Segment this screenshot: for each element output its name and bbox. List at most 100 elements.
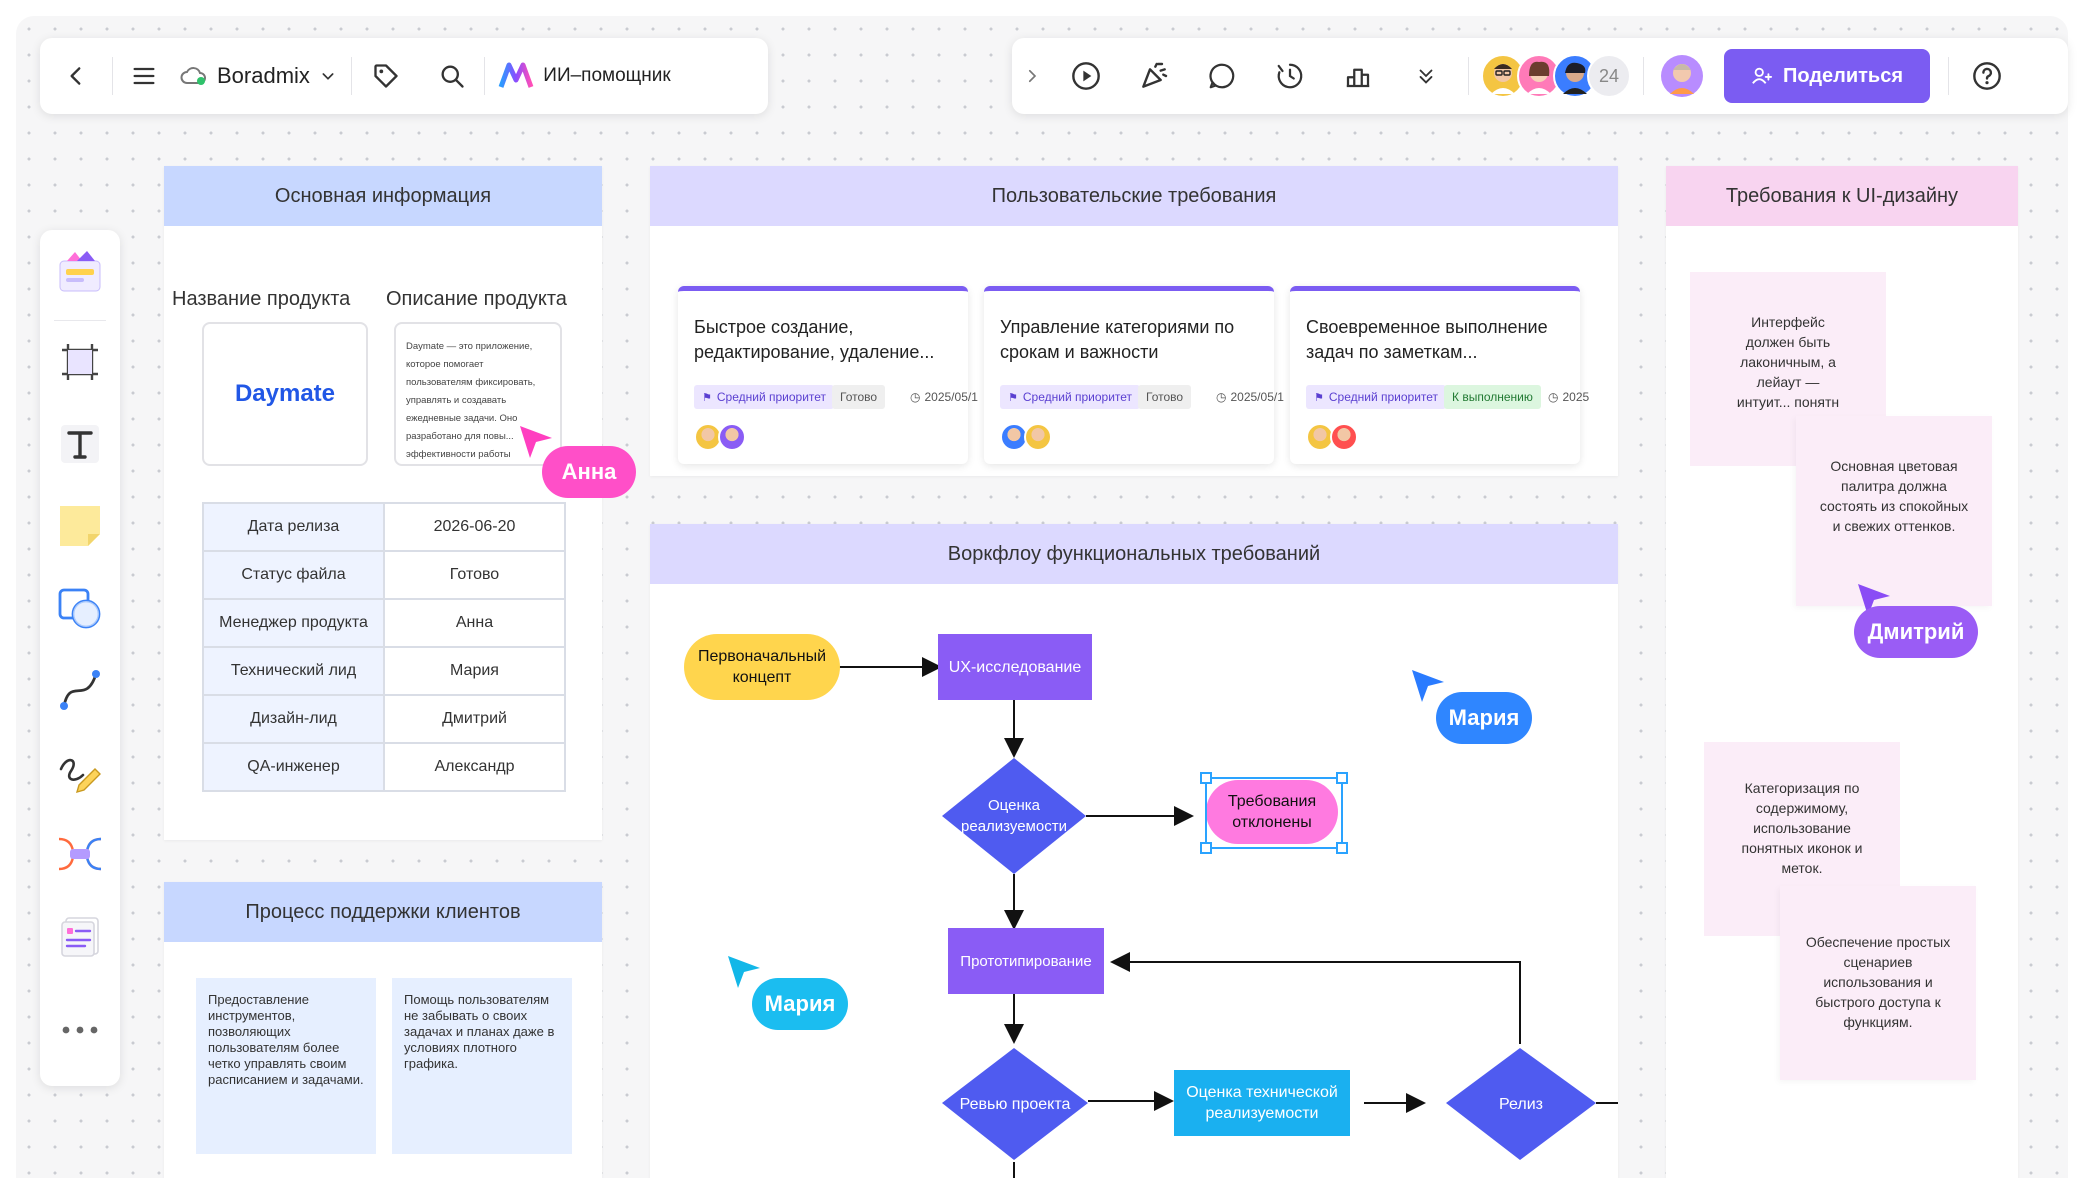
ux-research-node[interactable]: UX-исследование bbox=[948, 658, 1082, 676]
property-value[interactable]: Анна bbox=[383, 598, 566, 648]
tech-eval-node[interactable]: Оценка технической реализуемости bbox=[1186, 1084, 1338, 1122]
ai-logo-icon bbox=[498, 62, 534, 88]
ui-requirements-frame[interactable]: Требования к UI-дизайну Интерфейс должен… bbox=[1666, 166, 2018, 1178]
start-node[interactable]: Первоначальный концепт bbox=[697, 648, 827, 686]
connector-tool[interactable] bbox=[40, 658, 120, 722]
timer-button[interactable] bbox=[1256, 38, 1324, 114]
avatar bbox=[718, 423, 746, 451]
product-name-card[interactable]: Daymate bbox=[202, 322, 368, 466]
product-description-card[interactable]: Daymate — это приложение, которое помога… bbox=[394, 322, 562, 466]
priority-badge[interactable]: ⚑Средний приоритет bbox=[1000, 385, 1141, 409]
panel-divider bbox=[54, 320, 106, 321]
requirement-card[interactable]: Своевременное выполнение задач по заметк… bbox=[1290, 286, 1589, 464]
celebrate-button[interactable] bbox=[1120, 38, 1188, 114]
shapes-icon bbox=[58, 588, 101, 629]
sticky-note-tool[interactable] bbox=[40, 494, 120, 558]
flowchart-connectors bbox=[684, 634, 1618, 1178]
ai-assistant-label: ИИ–помощник bbox=[543, 65, 671, 86]
property-value[interactable]: Мария bbox=[383, 646, 566, 696]
sticky-note-text: Помощь пользователям не забывать о своих… bbox=[404, 992, 555, 1071]
priority-text: Средний приоритет bbox=[1328, 390, 1439, 404]
sticky-note[interactable]: Обеспечение простых сценариев использова… bbox=[1780, 886, 1976, 1080]
priority-badge[interactable]: ⚑Средний приоритет bbox=[694, 385, 835, 409]
rejected-node[interactable]: Требования отклонены bbox=[1227, 793, 1317, 831]
feasibility-node[interactable]: Оценка реализуемости bbox=[961, 797, 1067, 835]
help-button[interactable] bbox=[1949, 38, 2025, 114]
more-tools-button[interactable] bbox=[1392, 38, 1460, 114]
requirement-title: Своевременное выполнение задач по заметк… bbox=[1306, 317, 1548, 362]
tag-button[interactable] bbox=[352, 38, 420, 114]
cursor-pointer-icon bbox=[1858, 584, 1890, 616]
pen-tool[interactable] bbox=[40, 740, 120, 804]
sticky-note[interactable]: Помощь пользователям не забывать о своих… bbox=[392, 978, 572, 1154]
prototype-node-shape bbox=[948, 928, 1104, 994]
property-value[interactable]: Дмитрий bbox=[383, 694, 566, 744]
property-value[interactable]: Готово bbox=[383, 550, 566, 600]
property-value[interactable]: 2026-06-20 bbox=[383, 502, 566, 552]
widgets-icon bbox=[61, 917, 99, 957]
sticky-note-text: Предоставление инструментов, позволяющих… bbox=[208, 992, 364, 1087]
comment-button[interactable] bbox=[1188, 38, 1256, 114]
prototype-node[interactable]: Прототипирование bbox=[960, 952, 1092, 970]
back-button[interactable] bbox=[40, 38, 112, 114]
mindmap-tool[interactable] bbox=[40, 822, 120, 886]
party-popper-icon bbox=[1142, 62, 1168, 88]
status-badge[interactable]: Готово bbox=[832, 385, 886, 409]
templates-tool[interactable] bbox=[40, 240, 120, 304]
clock-icon: ◷ bbox=[1548, 390, 1559, 404]
cursor-label-maria-2: Мария bbox=[752, 978, 848, 1030]
customer-support-frame[interactable]: Процесс поддержки клиентов Предоставлени… bbox=[164, 882, 602, 1178]
menu-button[interactable] bbox=[113, 38, 175, 114]
basic-info-frame[interactable]: Основная информация Название продукта Оп… bbox=[164, 166, 602, 840]
avatar bbox=[1517, 54, 1561, 98]
shape-tool[interactable] bbox=[40, 576, 120, 640]
review-node[interactable]: Ревью проекта bbox=[959, 1095, 1071, 1113]
frame-tool[interactable] bbox=[40, 330, 120, 394]
status-badge[interactable]: Готово bbox=[1138, 385, 1192, 409]
release-node[interactable]: Релиз bbox=[1499, 1095, 1543, 1113]
sticky-note[interactable]: Предоставление инструментов, позволяющих… bbox=[196, 978, 376, 1154]
more-widgets-tool[interactable] bbox=[40, 904, 120, 968]
sticky-note[interactable]: Основная цветовая палитра должна состоят… bbox=[1796, 416, 1992, 606]
status-badge[interactable]: К выполнению bbox=[1444, 385, 1541, 409]
voting-button[interactable] bbox=[1324, 38, 1392, 114]
whiteboard-canvas[interactable]: Boradmix ИИ–помощник bbox=[16, 16, 2068, 1178]
requirement-card[interactable]: Управление категориями по срокам и важно… bbox=[984, 286, 1284, 464]
priority-badge[interactable]: ⚑ Средний приоритет bbox=[1306, 385, 1447, 409]
sticky-note-text: Обеспечение простых сценариев использова… bbox=[1805, 934, 1951, 1030]
property-key: Дизайн-лид bbox=[202, 694, 385, 744]
property-key: Менеджер продукта bbox=[202, 598, 385, 648]
flag-icon: ⚑ bbox=[1314, 391, 1324, 404]
share-button[interactable]: Поделиться bbox=[1724, 49, 1930, 103]
property-value[interactable]: Александр bbox=[383, 742, 566, 792]
requirement-card[interactable]: Быстрое создание, редактирование, удален… bbox=[678, 286, 978, 464]
text-tool[interactable] bbox=[40, 412, 120, 476]
user-requirements-frame[interactable]: Пользовательские требования Быстрое созд… bbox=[650, 166, 1618, 476]
workflow-frame[interactable]: Воркфлоу функциональных требований bbox=[650, 524, 1618, 1178]
collapse-toolbar-button[interactable] bbox=[1012, 38, 1052, 114]
connector-line-icon bbox=[60, 670, 100, 710]
more-options-button[interactable] bbox=[40, 998, 120, 1062]
ai-assistant-button[interactable]: ИИ–помощник bbox=[485, 38, 685, 114]
text-icon bbox=[61, 425, 99, 463]
frame-title: Процесс поддержки клиентов bbox=[164, 882, 602, 942]
presentation-button[interactable] bbox=[1052, 38, 1120, 114]
comment-icon bbox=[1209, 63, 1235, 89]
toolbar-divider bbox=[351, 57, 352, 95]
cursor-pointer-icon bbox=[1412, 670, 1444, 702]
requirement-title: Управление категориями по срокам и важно… bbox=[1000, 317, 1235, 362]
toolbar-divider bbox=[1468, 57, 1469, 95]
collaborators-group[interactable]: 24 bbox=[1469, 38, 1635, 114]
search-button[interactable] bbox=[420, 38, 484, 114]
property-key: Дата релиза bbox=[202, 502, 385, 552]
workspace-selector[interactable]: Boradmix bbox=[175, 38, 351, 114]
left-tool-panel bbox=[40, 230, 120, 1086]
play-icon bbox=[1072, 62, 1100, 90]
user-avatar-button[interactable] bbox=[1644, 38, 1720, 114]
